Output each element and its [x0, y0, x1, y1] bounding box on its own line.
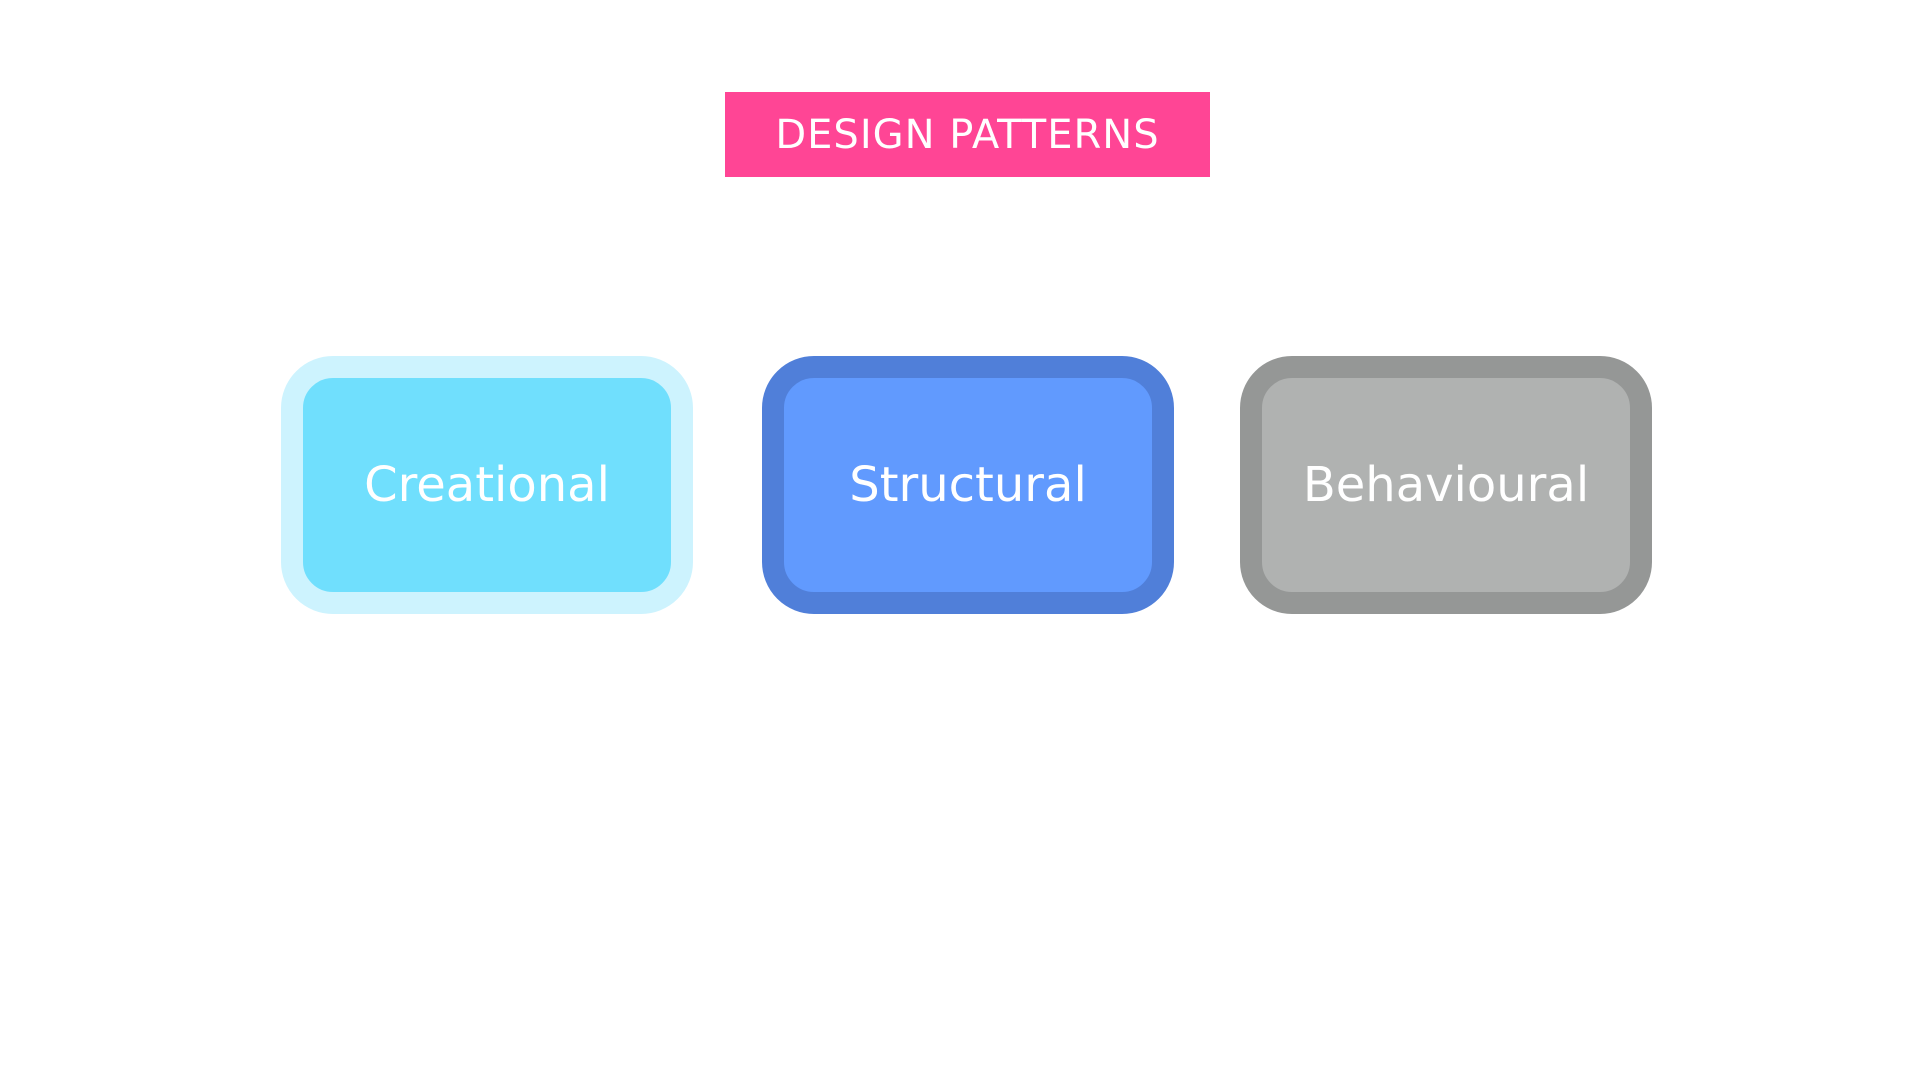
title-banner: DESIGN PATTERNS [725, 92, 1210, 177]
category-card-creational: Creational [281, 356, 693, 614]
title-text: DESIGN PATTERNS [775, 111, 1160, 158]
category-label-creational: Creational [364, 457, 610, 513]
category-label-structural: Structural [849, 457, 1087, 513]
category-label-behavioural: Behavioural [1302, 457, 1590, 513]
category-card-behavioural: Behavioural [1240, 356, 1652, 614]
category-card-structural: Structural [762, 356, 1174, 614]
